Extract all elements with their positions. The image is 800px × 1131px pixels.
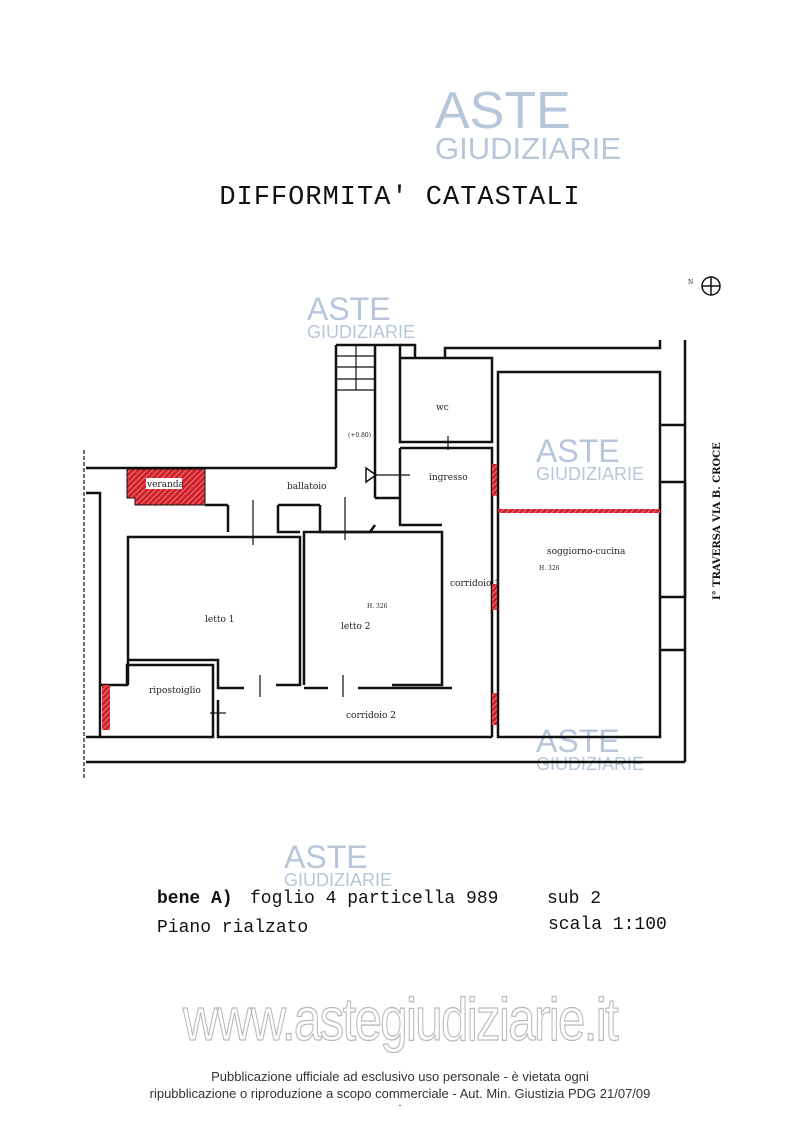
foglio-label: foglio 4 particella 989 <box>250 889 499 909</box>
room-corridoio-1: corridoio 1 <box>450 579 500 589</box>
watermark-logo: ASTE GIUDIZIARIE <box>536 723 645 774</box>
north-arrow <box>701 276 721 296</box>
sub-label: sub 2 <box>547 889 602 909</box>
room-ballatoio: ballatoio <box>287 482 327 492</box>
watermark-logo-top: ASTE GIUDIZIARIE <box>435 82 622 166</box>
room-soggiorno-cucina: soggiorno-cucina <box>547 547 626 557</box>
watermark-logo: ASTE GIUDIZIARIE <box>536 433 645 484</box>
scale-label: scala 1:100 <box>548 915 667 935</box>
page-title: DIFFORMITA' CATASTALI <box>219 183 581 213</box>
watermark-logo: ASTE GIUDIZIARIE <box>284 839 393 890</box>
room-letto-1: letto 1 <box>205 615 234 625</box>
room-veranda: veranda <box>146 480 185 490</box>
room-wc: wc <box>436 403 449 413</box>
street-label: I° TRAVERSA VIA B. CROCE <box>712 442 723 600</box>
stairs <box>83 345 470 780</box>
level-label: (+0.80) <box>348 432 371 439</box>
footer-line-1: Pubblicazione ufficiale ad esclusivo uso… <box>211 1069 589 1084</box>
room-height: H. 326 <box>367 603 388 610</box>
walls <box>86 340 687 764</box>
piano-label: Piano rialzato <box>157 918 309 938</box>
watermark-logo: ASTE GIUDIZIARIE <box>307 291 416 342</box>
room-height: H. 326 <box>539 565 560 572</box>
bene-label: bene A) <box>157 889 233 909</box>
page-mark: - <box>398 1100 402 1110</box>
room-ingresso: ingresso <box>429 473 468 483</box>
room-corridoio-2: corridoio 2 <box>346 711 396 721</box>
room-letto-2: letto 2 <box>341 622 370 632</box>
website-watermark: www.astegiudiziarie.it <box>182 985 619 1053</box>
north-label: N <box>688 279 693 286</box>
footer-line-2: ripubblicazione o riproduzione a scopo c… <box>149 1086 651 1101</box>
room-ripostiglio: ripostoiglio <box>149 686 201 696</box>
